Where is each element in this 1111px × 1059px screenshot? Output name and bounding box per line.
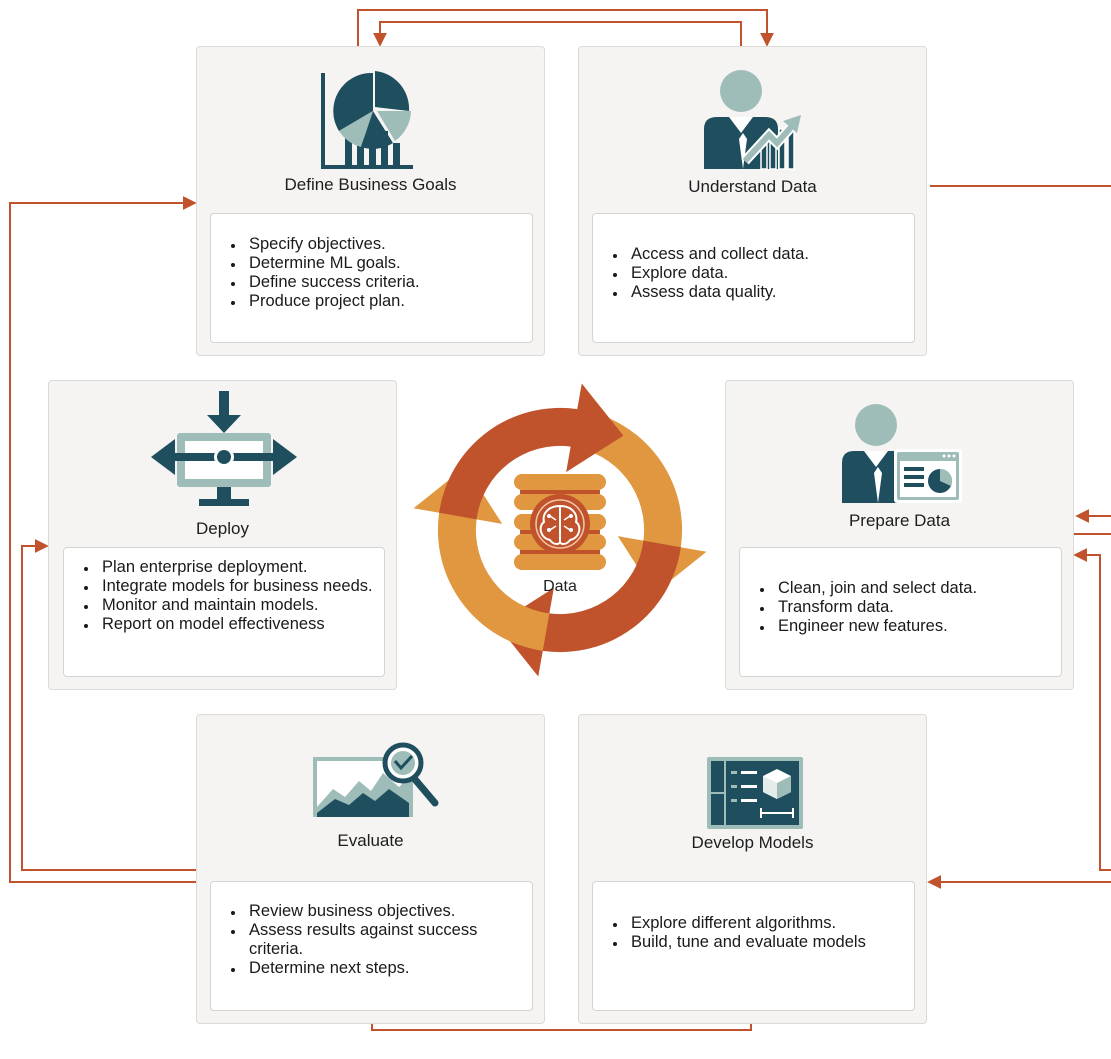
card-title: Develop Models [691, 833, 814, 852]
list-item: Determine ML goals. [245, 254, 532, 273]
card-details: Review business objectives. Assess resul… [210, 881, 533, 1011]
card-title: Evaluate [337, 831, 404, 850]
list-item: Transform data. [774, 598, 1061, 617]
monitor-deploy-icon [151, 391, 297, 506]
bullet-list: Plan enterprise deployment. Integrate mo… [64, 558, 384, 634]
connector-develop-to-prepare [1073, 548, 1111, 871]
center-label: Data [543, 578, 577, 595]
list-item: Specify objectives. [245, 235, 532, 254]
model-blueprint-icon [707, 757, 803, 829]
card-understand-data: Understand Data Access and collect data.… [578, 46, 927, 356]
card-title: Prepare Data [848, 511, 951, 530]
data-cycle-hub [413, 383, 707, 677]
card-title: Deploy [196, 519, 249, 538]
bullet-list: Review business objectives. Assess resul… [211, 902, 532, 978]
card-evaluate: Evaluate Review business objectives. Ass… [196, 714, 545, 1024]
list-item: Integrate models for business needs. [98, 577, 384, 596]
person-dashboard-icon [842, 404, 962, 503]
list-item: Explore data. [627, 264, 914, 283]
card-details: Access and collect data. Explore data. A… [592, 213, 915, 343]
card-develop-models: Develop Models Explore different algorit… [578, 714, 927, 1024]
list-item: Report on model effectiveness [98, 615, 384, 634]
list-item: Plan enterprise deployment. [98, 558, 384, 577]
bullet-list: Access and collect data. Explore data. A… [593, 245, 914, 302]
list-item: Determine next steps. [245, 959, 532, 978]
connector-define-to-understand [357, 9, 774, 47]
card-deploy: Deploy Plan enterprise deployment. Integ… [48, 380, 397, 690]
card-details: Specify objectives. Determine ML goals. … [210, 213, 533, 343]
card-title: Define Business Goals [284, 175, 457, 194]
list-item: Define success criteria. [245, 273, 532, 292]
bullet-list: Explore different algorithms. Build, tun… [593, 914, 914, 952]
person-growth-chart-icon [704, 70, 801, 170]
cycle-arrow-red-top [439, 383, 624, 520]
card-details: Explore different algorithms. Build, tun… [592, 881, 915, 1011]
list-item: Monitor and maintain models. [98, 596, 384, 615]
card-define-business-goals: Define Business Goals Specify objectives… [196, 46, 545, 356]
list-item: Access and collect data. [627, 245, 914, 264]
card-details: Plan enterprise deployment. Integrate mo… [63, 547, 385, 677]
list-item: Assess data quality. [627, 283, 914, 302]
list-item: Review business objectives. [245, 902, 532, 921]
bullet-list: Specify objectives. Determine ML goals. … [211, 235, 532, 311]
connector-understand-to-define [373, 21, 742, 47]
list-item: Engineer new features. [774, 617, 1061, 636]
pie-bar-chart-icon [321, 71, 413, 169]
bullet-list: Clean, join and select data. Transform d… [740, 579, 1061, 636]
database-brain-icon [514, 474, 606, 570]
list-item: Clean, join and select data. [774, 579, 1061, 598]
list-item: Explore different algorithms. [627, 914, 914, 933]
card-title: Understand Data [688, 177, 817, 196]
card-details: Clean, join and select data. Transform d… [739, 547, 1062, 677]
list-item: Produce project plan. [245, 292, 532, 311]
magnified-chart-icon [313, 742, 439, 817]
list-item: Build, tune and evaluate models [627, 933, 914, 952]
card-prepare-data: Prepare Data Clean, join and select data… [725, 380, 1074, 690]
list-item: Assess results against success criteria. [245, 921, 532, 959]
